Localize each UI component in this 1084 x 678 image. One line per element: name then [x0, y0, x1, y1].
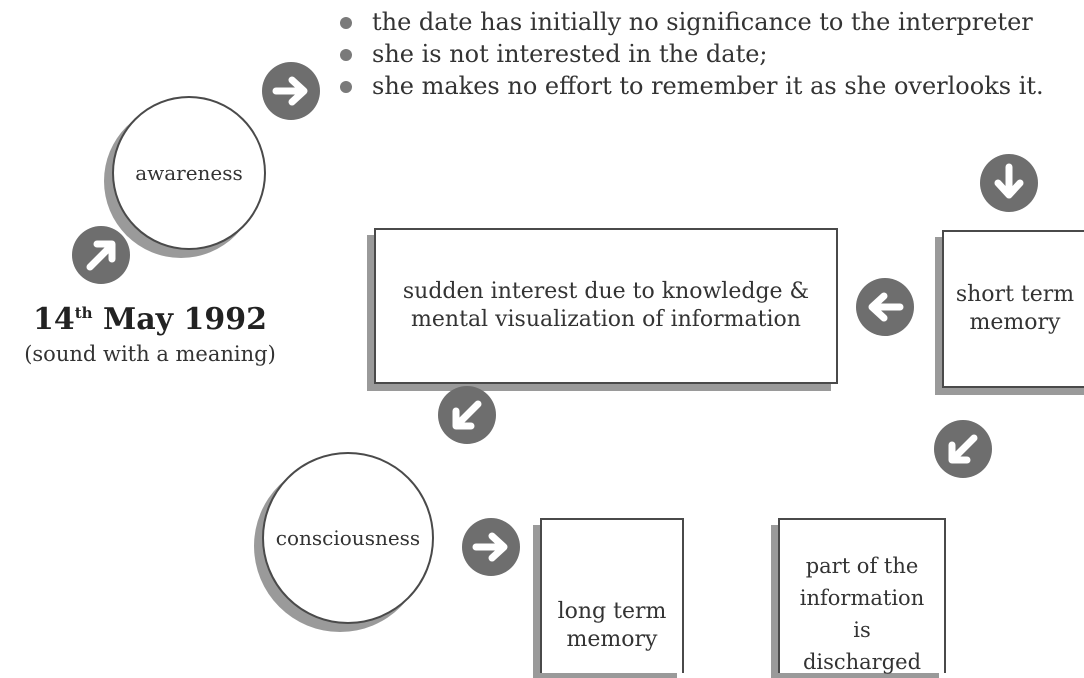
awareness-node: awareness — [112, 96, 266, 250]
discharged-box: part of the information is discharged — [778, 518, 946, 674]
date-block: 14th May 1992 (sound with a meaning) — [0, 295, 300, 368]
sudden-interest-box: sudden interest due to knowledge & menta… — [374, 228, 838, 384]
bullet-item: the date has initially no significance t… — [340, 6, 1044, 38]
arrow-down-left-icon — [438, 386, 496, 444]
short-term-memory-label: short term memory — [955, 282, 1075, 335]
short-term-memory-box: short term memory — [942, 230, 1084, 388]
long-term-memory-label: long term memory — [557, 599, 667, 652]
consciousness-label: consciousness — [275, 526, 421, 550]
bullet-list: the date has initially no significance t… — [340, 6, 1044, 102]
bullet-item: she is not interested in the date; — [340, 38, 1044, 70]
long-term-memory-box: long term memory — [540, 518, 684, 673]
arrow-left-icon — [856, 278, 914, 336]
date-caption: (sound with a meaning) — [24, 342, 276, 366]
bullet-item: she makes no effort to remember it as sh… — [340, 70, 1044, 102]
date-title: 14th May 1992 — [32, 302, 268, 337]
arrow-right-icon — [462, 518, 520, 576]
discharged-label: part of the information is discharged — [799, 554, 925, 674]
consciousness-node: consciousness — [262, 452, 434, 624]
awareness-label: awareness — [135, 161, 243, 185]
arrow-right-icon — [262, 62, 320, 120]
arrow-down-left-icon — [934, 420, 992, 478]
arrow-down-icon — [980, 154, 1038, 212]
sudden-interest-label: sudden interest due to knowledge & menta… — [402, 279, 810, 332]
arrow-up-right-icon — [72, 226, 130, 284]
